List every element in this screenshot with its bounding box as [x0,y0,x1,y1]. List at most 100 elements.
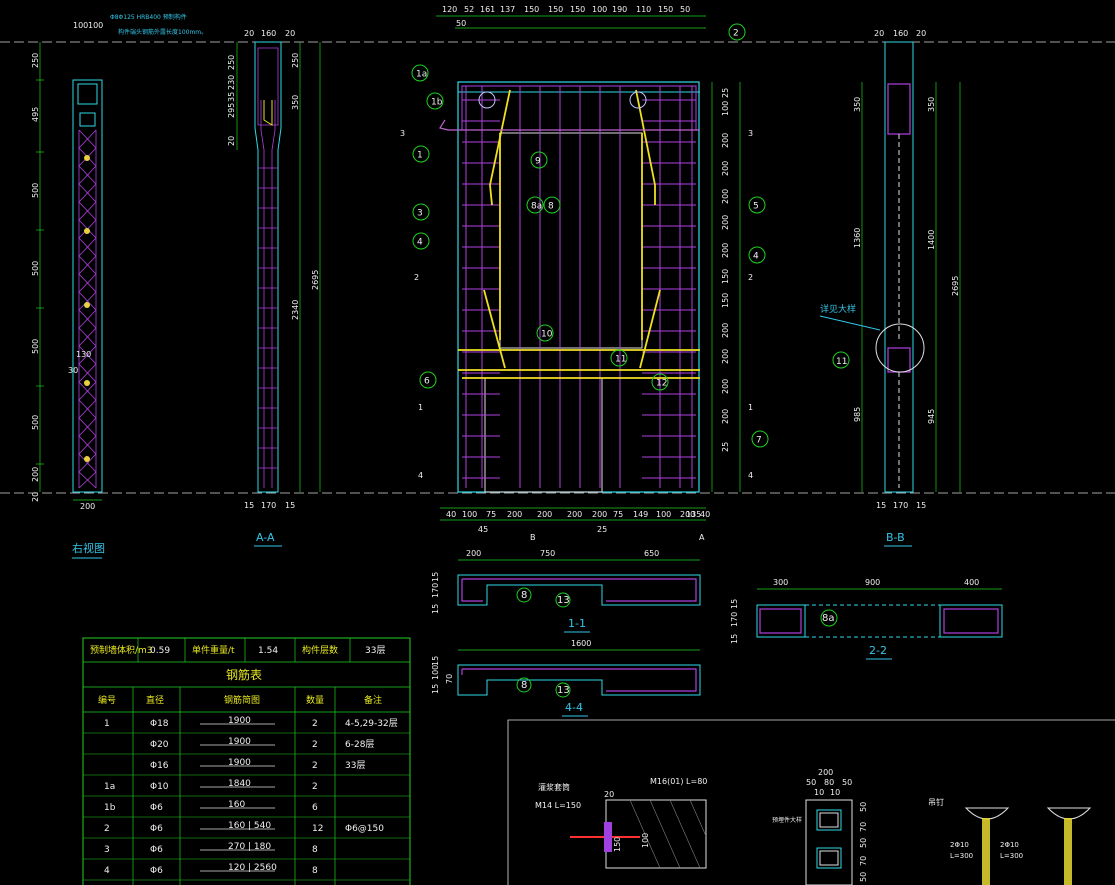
elev-bottom-dim-2: 100 [462,510,477,519]
elev-right-dim-10: 200 [721,323,730,338]
side-view-annot-2: 30 [68,366,78,375]
bb-title: B-B [886,531,905,544]
sec44-side-1: 15 [431,656,440,666]
detail-r5: L=300 [1000,852,1023,860]
sec11-side-1: 15 [431,572,440,582]
detail-r2: 2Φ10 [950,841,969,849]
mid-top3-1: 10 [814,788,824,797]
sec11-side-2: 170 [431,583,440,598]
table-title: 钢筋表 [226,667,262,682]
sec-mark-4-right: 4 [748,471,753,480]
detail-panel: 灌浆套筒 M14 L=150 M16(01) L=80 20 150 100 2… [507,719,1115,885]
aa-left-dim-1: 250 [227,55,236,70]
sec-mark-2-right: 2 [748,273,753,282]
detail-label-2: M14 L=150 [535,801,581,810]
callout-circle [412,145,430,163]
callout-circle [526,196,544,214]
table-row-no: 2 [104,824,110,834]
top-dim-4: 137 [500,5,515,14]
table-row-qty: 6 [312,803,318,813]
bb-bottom-dim-3: 15 [916,501,926,510]
side-view-title: 右视图 [72,541,105,555]
callout-label: 8a [531,202,542,212]
elev-right-dim-12: 200 [721,379,730,394]
elev-axis-a: A [699,533,705,542]
table-row-no: 1 [104,719,110,729]
top-dim-8: 100 [592,5,607,14]
table-row-no: 4 [104,866,110,876]
table-row-note: 33层 [345,760,365,771]
table-row-len: 270 | 180 [228,842,271,852]
detail-label-1: 灌浆套筒 [538,782,570,792]
callout-circle [832,351,850,369]
table-row-dia: Φ10 [150,782,169,792]
sec22-dim-3: 400 [964,578,979,587]
elev-bottom-dim-7: 200 [592,510,607,519]
table-header-1: 直径 [146,694,164,706]
sec-mark-3-right: 3 [748,129,753,138]
callout-label: 12 [656,379,667,389]
mid-top2-3: 50 [842,778,852,787]
elev-bottom-dim-9: 149 [633,510,648,519]
aa-right-dim-3: 2340 [291,300,300,320]
aa-top-dim-3: 20 [285,29,295,38]
callout-label: 11 [836,357,847,367]
side-view-annot-1: 130 [76,350,91,359]
sec44-title: 4-4 [565,701,583,714]
table-row-len: 1840 [228,779,251,789]
detail-r1: 吊钉 [928,797,944,807]
mid-side-1: 50 [859,802,868,812]
bb-bottom-dim-2: 170 [893,501,908,510]
callout-label: 11 [615,355,626,365]
elev-bottom-dim-1: 40 [446,510,456,519]
table-row-qty: 2 [312,740,318,750]
top-dim-3: 161 [480,5,495,14]
callout-circle [610,349,628,367]
aa-right-dim-2: 350 [291,95,300,110]
elev-bottom-dim-13: 40 [700,510,710,519]
aa-top-dim-1: 20 [244,29,254,38]
elev-right-dim-6: 200 [721,215,730,230]
callout-circle [543,196,561,214]
side-view-dim-2: 495 [31,107,40,122]
elev-right-dim-2: 100 [721,101,730,116]
sec44-tag-2: 13 [557,685,570,696]
table-row-qty: 2 [312,761,318,771]
table-summary-4: 构件层数 [302,644,338,656]
sec-mark-2-left: 2 [414,273,419,282]
table-row-len: 1900 [228,716,251,726]
table-row-note: Φ6@150 [345,824,384,834]
table-row-len: 160 [228,800,245,810]
sec22-side-3: 15 [730,634,739,644]
sec11-dim-1: 200 [466,549,481,558]
table-summary-5: 33层 [365,645,385,656]
elev-right-dim-3: 200 [721,133,730,148]
callout-label: 7 [756,436,762,446]
callout-circle [748,246,766,264]
callout-label: 9 [535,157,541,167]
side-view-note-1: Φ8Φ125 HRB400 预制构件 [110,13,187,21]
callout-circle [426,92,444,110]
table-row-dia: Φ18 [150,719,169,729]
aa-title: A-A [256,531,275,544]
table-row-dia: Φ6 [150,824,163,834]
callout-circle [536,324,554,342]
table-row-dia: Φ6 [150,803,163,813]
side-view-dim-4: 500 [31,261,40,276]
mid-side-2: 70 [859,822,868,832]
top-dim-9: 190 [612,5,627,14]
callout-label: 8 [548,202,554,212]
table-header-0: 编号 [98,694,116,706]
table-row-note: 6-28层 [345,739,374,750]
section-22: 300 900 400 15 170 15 8a 2-2 [730,578,1003,660]
sec-mark-1-left: 1 [418,403,423,412]
table-row-qty: 2 [312,719,318,729]
side-view-dim-5: 500 [31,339,40,354]
top-dim-10: 110 [636,5,651,14]
elev-right-dim-1: 25 [721,88,730,98]
callout-label: 1b [431,98,443,108]
callout-circle [530,151,548,169]
elev-bottom-dim-4: 200 [507,510,522,519]
sec44-side-3: 15 [431,684,440,694]
